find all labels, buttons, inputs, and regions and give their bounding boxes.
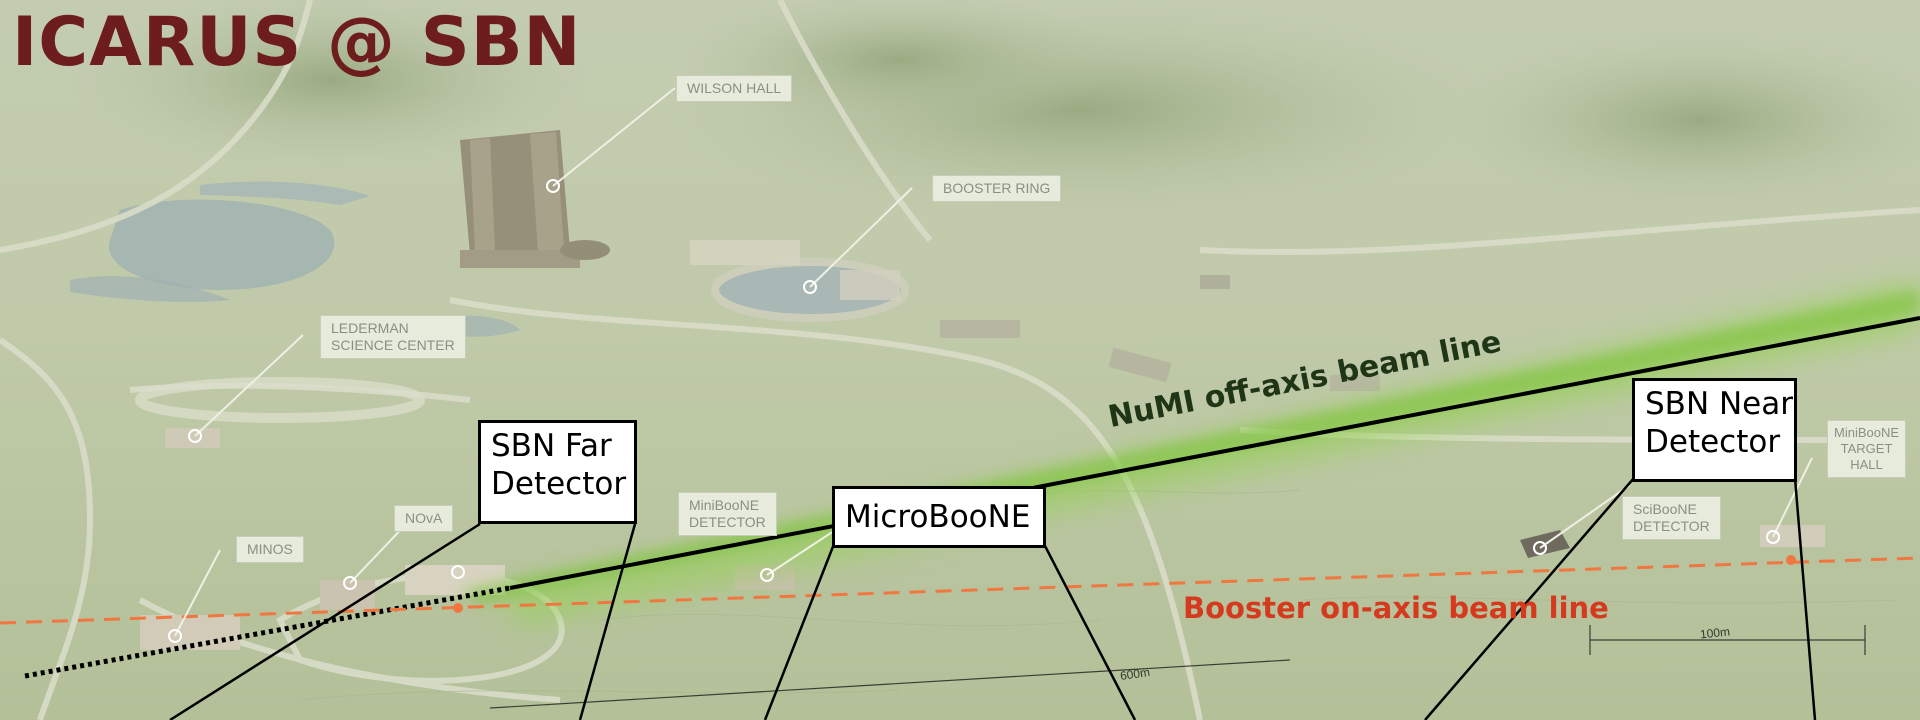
miniboone-target-hall-label: MiniBooNE TARGET HALL [1827, 420, 1907, 478]
booster-beam-line [0, 556, 1920, 625]
booster-ring-label: BOOSTER RING [932, 175, 1062, 202]
slide-title: ICARUS @ SBN [12, 3, 582, 82]
sciboone-detector-label: SciBooNE DETECTOR [1622, 496, 1721, 540]
miniboone-detector-label: MiniBooNE DETECTOR [678, 492, 777, 536]
microboone-box: MicroBooNE [832, 486, 1046, 548]
numi-beam-line [509, 316, 1920, 590]
sbn-near-detector-box: SBN Near Detector [1632, 378, 1797, 482]
lederman-science-center-label: LEDERMAN SCIENCE CENTER [320, 315, 466, 359]
numi-beam-line-dotted [24, 585, 511, 679]
minos-label: MINOS [236, 536, 304, 563]
booster-beam-label: Booster on-axis beam line [1183, 591, 1609, 625]
sbn-far-detector-box: SBN Far Detector [478, 420, 637, 524]
wilson-hall-label: WILSON HALL [676, 75, 793, 102]
wilson-hall-building [460, 130, 610, 268]
nova-label: NOvA [394, 505, 454, 532]
